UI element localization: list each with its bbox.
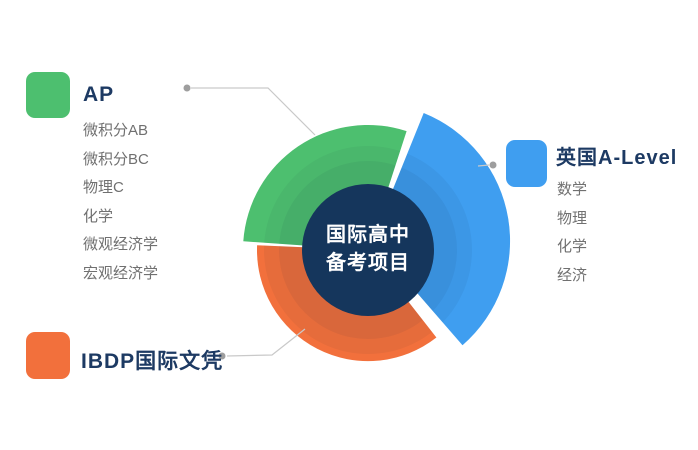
list-item: 物理C (83, 179, 124, 196)
center-title-line2: 备考项目 (326, 252, 410, 274)
list-item: 物理 (557, 209, 588, 227)
ap-connector-line (191, 87, 316, 136)
list-item: 宏观经济学 (83, 264, 159, 282)
alevel-subject-list: 数学物理化学经济 (557, 176, 587, 290)
ibdp-connector-line (226, 328, 306, 357)
ibdp-legend-swatch (26, 332, 70, 379)
list-item: 微积分AB (83, 122, 149, 139)
center-circle (302, 184, 434, 316)
list-item: 微积分BC (83, 150, 149, 168)
list-item: 化学 (83, 207, 114, 225)
alevel-legend-swatch (506, 140, 547, 187)
alevel-sector (372, 113, 511, 346)
list-item: 数学 (557, 181, 588, 198)
ap-connector-dot (183, 84, 191, 92)
ap-legend-swatch (26, 72, 70, 118)
ibdp-connector-dot (218, 352, 226, 360)
alevel-label: 英国A-Level (556, 147, 678, 169)
center-title: 国际高中 备考项目 (278, 221, 458, 279)
ibdp-label: IBDP国际文凭 (81, 350, 224, 373)
alevel-connector-dot (489, 161, 497, 169)
list-item: 经济 (557, 266, 588, 284)
ap-subject-list: 微积分AB 微积分BC 物理C 化学微观经济学宏观经济学 (83, 117, 158, 288)
alevel-connector-line (477, 164, 490, 167)
ap-label: AP (83, 83, 115, 106)
list-item: 微观经济学 (83, 236, 159, 253)
center-title-line1: 国际高中 (326, 224, 410, 246)
list-item: 化学 (557, 238, 588, 255)
